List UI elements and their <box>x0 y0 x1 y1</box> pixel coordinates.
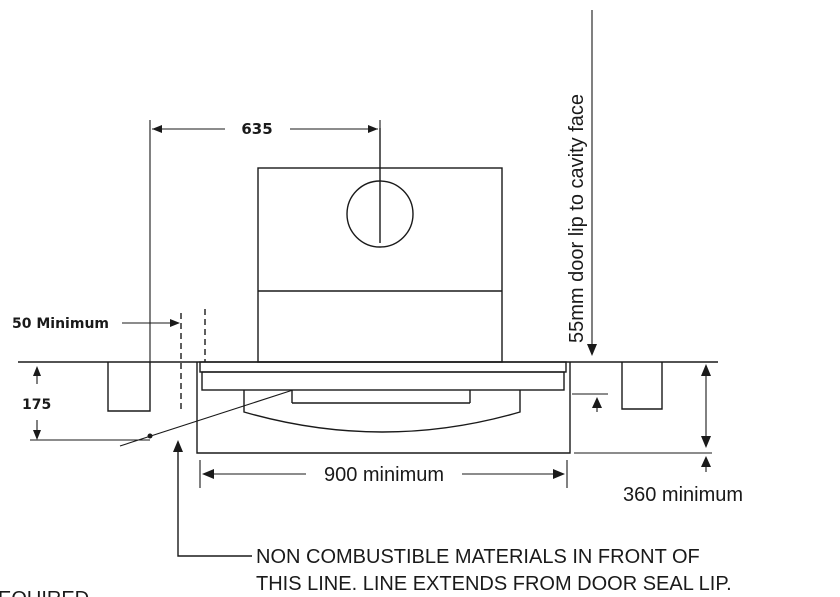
cavity-body <box>196 361 571 454</box>
label-door-lip: 55mm door lip to cavity face <box>566 94 588 343</box>
dimension-50-minimum: 50 Minimum <box>12 309 206 410</box>
label-175: 175 <box>22 397 51 413</box>
dimension-360: 360 minimum <box>574 364 743 506</box>
joist-left <box>107 362 151 412</box>
label-360-minimum: 360 minimum <box>623 484 743 506</box>
dimension-175: 175 <box>22 366 150 441</box>
door-lip-small-arrow <box>572 393 608 412</box>
label-635: 635 <box>241 120 272 138</box>
note-cut-text: EQUIRED <box>0 588 89 597</box>
joist-right <box>621 362 663 410</box>
non-combustible-note: NON COMBUSTIBLE MATERIALS IN FRONT OF TH… <box>0 546 732 597</box>
note-leader <box>173 440 252 557</box>
label-900-minimum: 900 minimum <box>324 464 444 486</box>
non-combustible-line <box>119 389 294 447</box>
dimension-door-lip: 55mm door lip to cavity face <box>566 10 597 356</box>
dimension-900: 900 minimum <box>199 460 568 488</box>
label-50-minimum: 50 Minimum <box>12 316 109 332</box>
note-line-2: THIS LINE. LINE EXTENDS FROM DOOR SEAL L… <box>256 573 732 595</box>
note-line-1: NON COMBUSTIBLE MATERIALS IN FRONT OF <box>256 546 700 568</box>
flue-box <box>257 128 503 363</box>
dimension-635: 635 <box>149 120 381 362</box>
